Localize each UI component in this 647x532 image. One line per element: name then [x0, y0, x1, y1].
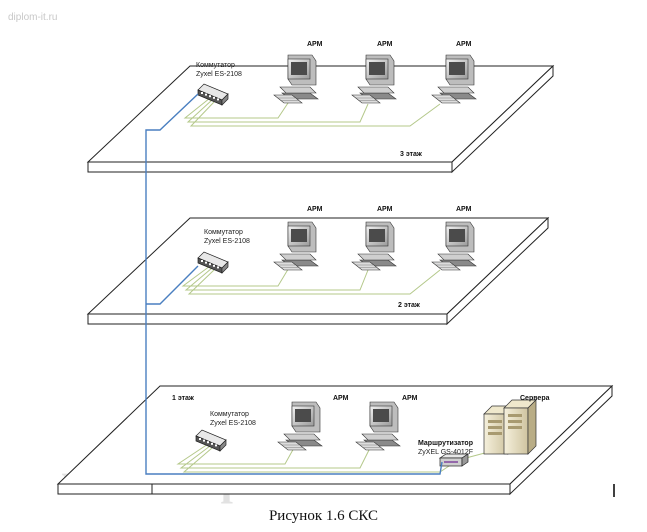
router-label-line2: ZyXEL GS-4012F [418, 449, 473, 456]
server-icon [503, 399, 537, 455]
floor-1-label: 1 этаж [172, 395, 195, 402]
floor-3-label: 3 этаж [400, 151, 423, 158]
floor-1-workstation-label-2: АРМ [402, 395, 418, 402]
floor-1-workstation-label-1: АРМ [333, 395, 349, 402]
floor-3-workstation-label-3: АРМ [456, 41, 472, 48]
floor-2-switch-label-line1: Коммутатор [204, 229, 243, 236]
router-label-line1: Маршрутизатор [418, 440, 473, 447]
floor-3-slab-front [87, 161, 453, 173]
floor-1-slab-front [57, 483, 511, 495]
floor-2: Коммутатор Zyxel ES-2108 АРМ АРМ АРМ 2 э… [86, 206, 550, 326]
floor-3-workstation-label-2: АРМ [377, 41, 393, 48]
floor-3: Коммутатор Zyxel ES-2108 АРМ АРМ АРМ 3 э… [86, 41, 555, 174]
floor-3-workstation-label-1: АРМ [307, 41, 323, 48]
floor-3-switch-label-line2: Zyxel ES-2108 [196, 71, 242, 78]
floor-1-switch-label-line2: Zyxel ES-2108 [210, 420, 256, 427]
floor-2-label: 2 этаж [398, 302, 421, 309]
floor-3-slab-top [86, 65, 555, 163]
floor-2-workstation-label-1: АРМ [307, 206, 323, 213]
floor-1-lan-cables [176, 443, 497, 473]
floor-2-workstation-label-2: АРМ [377, 206, 393, 213]
watermark-top: diplom-it.ru [8, 12, 57, 23]
figure-caption: Рисунок 1.6 СКС [268, 508, 379, 524]
floor-2-workstation-label-3: АРМ [456, 206, 472, 213]
floor-3-switch-label-line1: Коммутатор [196, 62, 235, 69]
floor-2-slab-side [446, 216, 549, 326]
floor-1-slab-side [509, 384, 613, 496]
floor-2-lan-cables [181, 265, 441, 295]
floor-2-slab-front [87, 313, 448, 325]
floor-1-switch-label-line1: Коммутатор [210, 411, 249, 418]
servers-label: Сервера [520, 395, 550, 402]
floor-3-lan-cables [183, 97, 441, 127]
router-icon [438, 453, 470, 467]
floor-1: Коммутатор Zyxel ES-2108 АРМ АРМ 1 этаж … [56, 384, 614, 496]
floor-3-slab-side [451, 64, 554, 174]
backbone-cable [145, 93, 443, 475]
floor-2-switch-label-line2: Zyxel ES-2108 [204, 238, 250, 245]
